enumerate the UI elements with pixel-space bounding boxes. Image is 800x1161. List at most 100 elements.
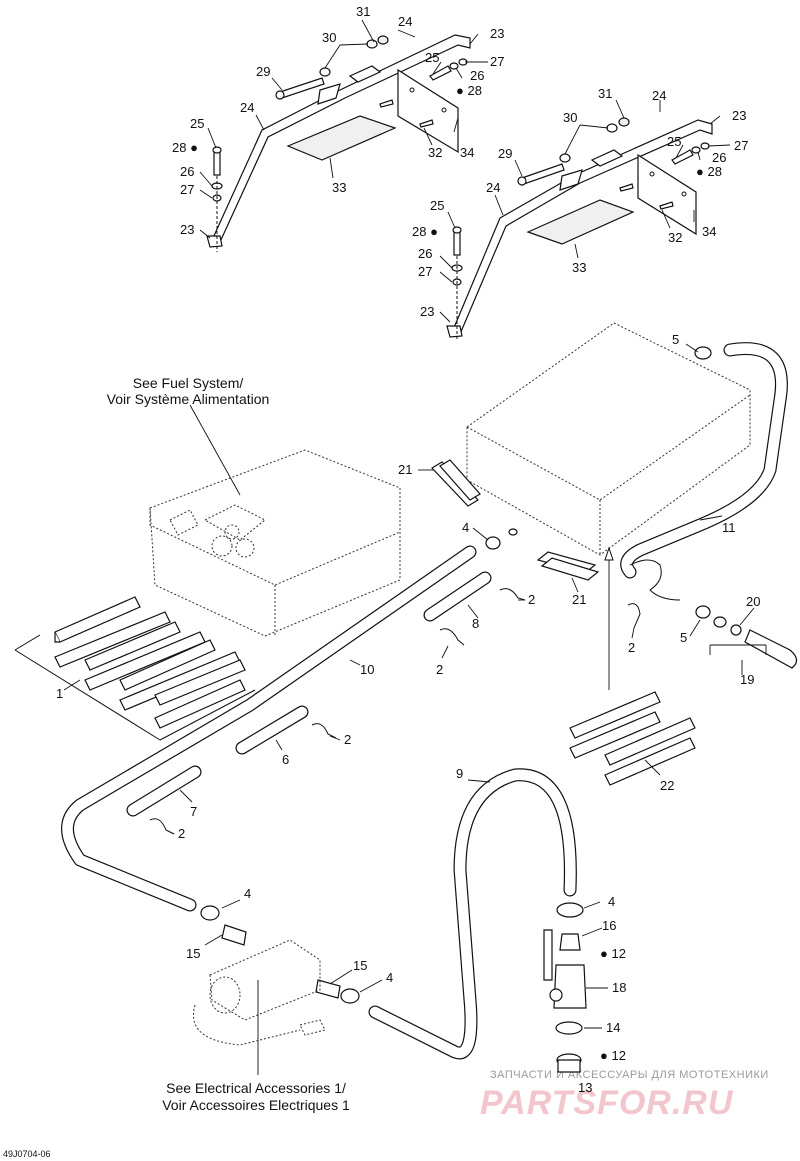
fuel-tank-phantom [149,449,401,637]
bolt-25-part [213,151,221,176]
callout-26: 26 [470,68,484,83]
callout-29: 29 [498,146,512,161]
callout-34: 34 [702,224,716,239]
callout-23: 23 [490,26,504,41]
callout-28: ● 28 [456,83,482,98]
watermark: PARTSFOR.RU ЗАПЧАСТИ И АКСЕССУАРЫ ДЛЯ МО… [480,1069,769,1122]
callout-31: 31 [356,4,370,19]
callout-6: 6 [282,752,289,767]
callout-27: 27 [418,264,432,279]
note-electrical-fr: Voir Accessoires Electriques 1 [162,1097,350,1113]
callout-9: 9 [456,766,463,781]
callout-24: 24 [398,14,412,29]
callout-23: 23 [420,304,434,319]
bracket-24-part [212,34,471,243]
callout-33: 33 [572,260,586,275]
callout-25: 25 [667,134,681,149]
callout-27: 27 [180,182,194,197]
callout-32: 32 [428,145,442,160]
clamp-block-part [348,65,382,83]
pad-33-right-part [526,199,635,245]
callout-2: 2 [528,592,535,607]
callout-25: 25 [190,116,204,131]
callout-1: 1 [56,686,63,701]
callout-23: 23 [732,108,746,123]
callout-19: 19 [740,672,754,687]
callout-8: 8 [472,616,479,631]
callout-33: 33 [332,180,346,195]
callout-15: 15 [186,946,200,961]
callout-27: 27 [734,138,748,153]
callout-24: 24 [240,100,254,115]
callout-30: 30 [322,30,336,45]
callout-14: 14 [606,1020,620,1035]
watermark-logo: PARTSFOR.RU [480,1084,734,1122]
callout-18: 18 [612,980,626,995]
callout-20: 20 [746,594,760,609]
bracket-assembly-right [446,117,713,340]
callouts: 31 24 23 30 25 27 29 26 ● 28 24 25 28 ● … [56,4,760,1095]
callout-24: 24 [486,180,500,195]
callout-31: 31 [598,86,612,101]
plate-34-right-part [637,153,697,236]
callout-4: 4 [462,520,469,535]
reference-code: 49J0704-06 [3,1149,51,1159]
callout-15: 15 [353,958,367,973]
callout-28: 28 ● [172,140,198,155]
bolt-29-part [279,77,325,99]
plate-34-part [397,68,459,154]
nut-31-part [377,35,389,45]
strips-1 [14,596,256,741]
callout-24: 24 [652,88,666,103]
callout-32: 32 [668,230,682,245]
callout-25: 25 [425,50,439,65]
callout-4: 4 [244,886,251,901]
clamps-2 [149,588,641,835]
callout-25: 25 [430,198,444,213]
callout-12: ● 12 [600,1048,626,1063]
callout-23: 23 [180,222,194,237]
callout-5: 5 [680,630,687,645]
watermark-tagline: ЗАПЧАСТИ И АКСЕССУАРЫ ДЛЯ МОТОТЕХНИКИ [490,1069,769,1081]
callout-28: ● 28 [696,164,722,179]
note-fuel-system-en: See Fuel System/ [133,375,244,391]
strips-22 [569,691,696,786]
notes: See Fuel System/ Voir Système Alimentati… [3,375,350,1159]
callout-30: 30 [563,110,577,125]
callout-16: 16 [602,918,616,933]
callout-26: 26 [712,150,726,165]
washer-30a-part [319,67,331,77]
callout-28: 28 ● [412,224,438,239]
callout-22: 22 [660,778,674,793]
callout-21: 21 [398,462,412,477]
callout-26: 26 [418,246,432,261]
pad-33-part [286,115,397,161]
leader-lines [63,19,767,1075]
fill-neck-19-part [744,629,798,669]
callout-4: 4 [386,970,393,985]
washer-30b-part [366,39,378,49]
callout-10: 10 [360,662,374,677]
callout-27: 27 [490,54,504,69]
bracket-24-right-part [452,119,713,335]
pads-21 [431,459,600,581]
callout-29: 29 [256,64,270,79]
bracket-assembly-left [206,34,471,252]
valve-18-assembly [543,929,587,1073]
callout-12: ● 12 [600,946,626,961]
callout-2: 2 [178,826,185,841]
clamp-lower-part [317,83,341,105]
note-fuel-system-fr: Voir Système Alimentation [107,391,270,407]
pump-phantom [193,939,326,1046]
callout-34: 34 [460,145,474,160]
callout-26: 26 [180,164,194,179]
callout-7: 7 [190,804,197,819]
hoses [61,342,788,1060]
callout-2: 2 [344,732,351,747]
note-electrical-en: See Electrical Accessories 1/ [166,1080,346,1096]
fittings [200,346,798,1004]
callout-2: 2 [436,662,443,677]
callout-13: 13 [578,1080,592,1095]
callout-21: 21 [572,592,586,607]
